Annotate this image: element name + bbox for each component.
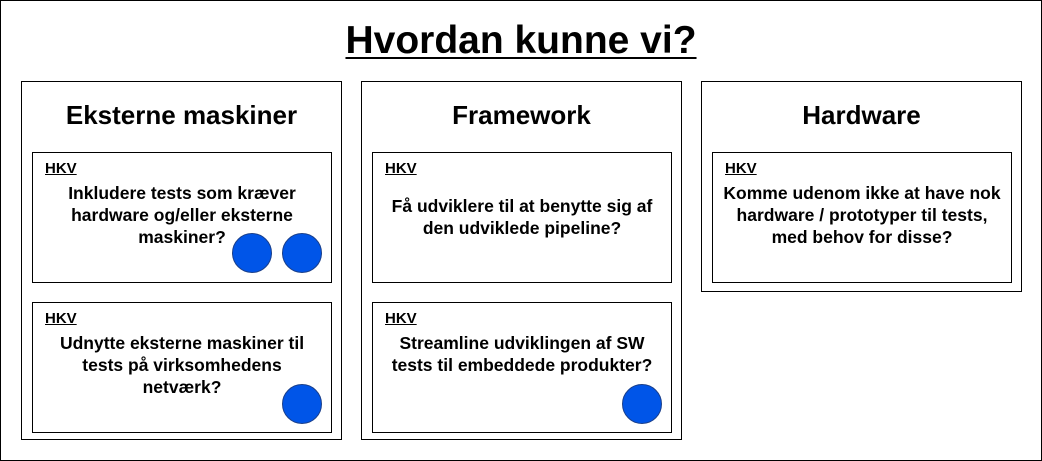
card-text: Udnytte eksterne maskiner til tests på v… <box>59 333 305 397</box>
card-tag: HKV <box>45 310 77 327</box>
card-tag: HKV <box>725 160 757 177</box>
card-text: Streamline udviklingen af SW tests til e… <box>391 333 653 375</box>
column-framework: Framework HKV Få udviklere til at benytt… <box>361 81 682 440</box>
idea-card[interactable]: HKV Komme udenom ikke at have nok hardwa… <box>712 152 1012 283</box>
card-text: Komme udenom ikke at have nok hardware /… <box>723 183 1001 247</box>
idea-card[interactable]: HKV Få udviklere til at benytte sig af d… <box>372 152 672 283</box>
idea-card[interactable]: HKV Udnytte eksterne maskiner til tests … <box>32 302 332 433</box>
idea-card[interactable]: HKV Streamline udviklingen af SW tests t… <box>372 302 672 433</box>
card-tag: HKV <box>45 160 77 177</box>
column-heading: Hardware <box>802 100 921 130</box>
vote-dot <box>282 233 322 273</box>
column-hardware: Hardware HKV Komme udenom ikke at have n… <box>701 81 1022 292</box>
card-tag: HKV <box>385 310 417 327</box>
card-text: Inkludere tests som kræver hardware og/e… <box>68 183 296 247</box>
column-eksterne-maskiner: Eksterne maskiner HKV Inkludere tests so… <box>21 81 342 440</box>
idea-card[interactable]: HKV Inkludere tests som kræver hardware … <box>32 152 332 283</box>
column-heading: Framework <box>452 100 591 130</box>
vote-dot <box>282 384 322 424</box>
column-heading: Eksterne maskiner <box>65 100 298 130</box>
vote-dot <box>622 384 662 424</box>
card-text: Få udviklere til at benytte sig af den u… <box>391 196 653 238</box>
page-title: Hvordan kunne vi? <box>345 19 697 62</box>
vote-dot <box>232 233 272 273</box>
card-tag: HKV <box>385 160 417 177</box>
